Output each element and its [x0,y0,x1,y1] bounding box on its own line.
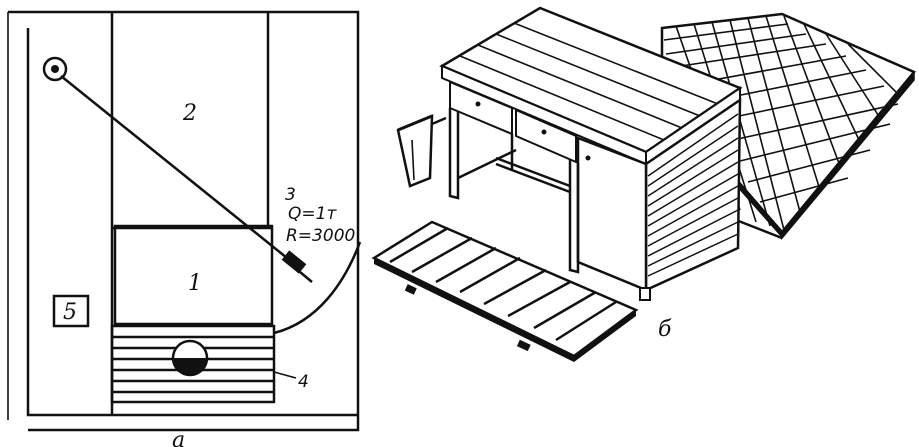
caption-a: а [172,428,185,447]
zone-1-box [113,224,274,326]
tiled-floor-grating [660,12,917,241]
waste-bin [396,114,447,188]
crane-number-label: 3 [285,185,296,205]
workbench-perspective: б [371,6,917,362]
box-5-label: 5 [63,300,77,325]
crane-jib-line [60,75,293,263]
caption-b: б [658,317,672,342]
zone-2-label: 2 [182,101,197,126]
crane-capacity-label: Q=1т [288,204,337,224]
leg-front-right [568,160,580,274]
drawer-right[interactable] [515,108,577,164]
hoist-block [281,250,307,274]
box-5 [52,294,90,328]
workbench [439,6,743,301]
crane-pivot-icon [42,56,68,82]
plan-inner-frame [26,28,358,417]
grating-number-label: 4 [298,372,309,392]
crane-radius-label: R=3000 [286,226,355,246]
leg-front-left [448,108,460,200]
foot-grating [371,220,639,362]
workbench-cabinet-door [576,136,648,292]
floor-plan: 2 1 3 Q=1т R=3000 4 5 а [7,10,362,447]
crane-radius-arc [273,241,362,335]
plan-outer-frame [8,10,360,432]
zone-1-label: 1 [188,271,202,296]
worker-position-marker [171,339,209,377]
